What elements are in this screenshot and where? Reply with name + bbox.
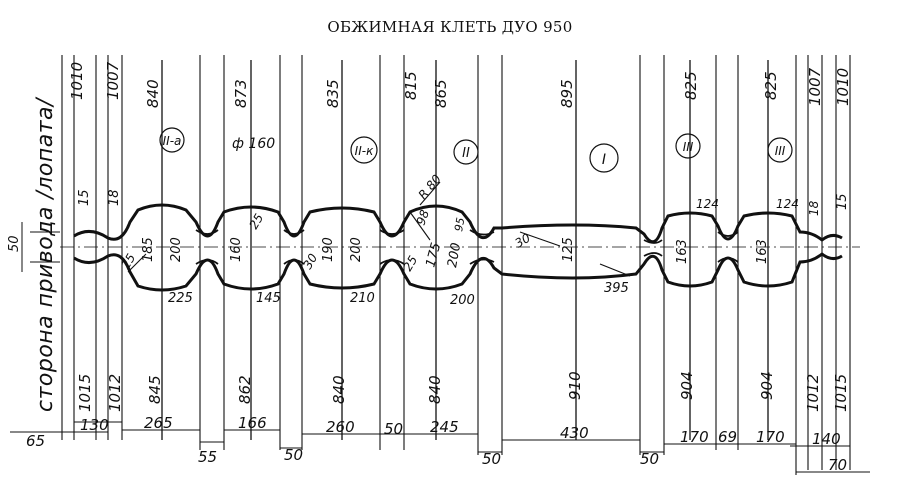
profile-dim-d15b: 15 — [835, 193, 850, 210]
length-dim-l50a: 50 — [284, 446, 303, 464]
profile-dim-d395: 395 — [604, 281, 629, 296]
length-dim-l260: 260 — [326, 418, 355, 436]
bottom-dim-b1015b: 1015 — [832, 374, 850, 412]
profile-dim-d163b: 163 — [755, 239, 770, 264]
profile-dim-d200b: 200 — [349, 237, 364, 262]
top-dim-t1010b: 1010 — [834, 68, 852, 106]
top-dim-t840: 840 — [144, 79, 162, 108]
length-dim-l70: 70 — [828, 456, 847, 474]
length-dim-l140: 140 — [812, 430, 841, 448]
drawing-title: ОБЖИМНАЯ КЛЕТЬ ДУО 950 — [327, 18, 573, 36]
profile-dim-d98: 98 — [414, 208, 433, 227]
profile-dim-d95: 95 — [452, 216, 467, 232]
pass-label-p2: II — [453, 139, 479, 165]
length-dim-l55: 55 — [198, 448, 217, 466]
pass-label-p2k: II-к — [350, 136, 378, 164]
rolling-collars — [195, 229, 739, 265]
pass-label-p3a: III — [675, 133, 701, 159]
length-dim-l65: 65 — [26, 432, 45, 450]
profile-dim-d175: 175 — [423, 241, 444, 269]
length-dim-l130: 130 — [80, 416, 109, 434]
length-dim-l265: 265 — [144, 414, 173, 432]
bottom-dim-b904a: 904 — [678, 371, 696, 400]
length-dim-l69: 69 — [718, 428, 737, 446]
profile-dim-d125: 125 — [561, 237, 576, 262]
extension-lines — [61, 55, 851, 475]
bottom-dim-b845: 845 — [146, 375, 164, 404]
profile-dim-d190: 190 — [321, 237, 336, 262]
profile-dim-dphi: ф 160 — [232, 136, 275, 152]
profile-dim-d210: 210 — [350, 291, 375, 306]
profile-dim-dR80: R 80 — [416, 172, 445, 202]
bottom-dim-b1012a: 1012 — [106, 374, 124, 412]
profile-dim-d25b: 25 — [246, 211, 266, 231]
pass-label-p2a: II-a — [159, 127, 185, 153]
bottom-dim-b840a: 840 — [330, 375, 348, 404]
top-dimension-labels: 1010 1007 840 873 835 815 865 895 825 82… — [68, 61, 852, 108]
length-dim-l50c: 50 — [482, 450, 501, 468]
profile-dim-d185: 185 — [141, 237, 156, 262]
top-dim-t835: 835 — [324, 79, 342, 108]
bottom-dim-b840b: 840 — [426, 375, 444, 404]
length-dim-l166: 166 — [238, 414, 267, 432]
bottom-dim-b862: 862 — [236, 375, 254, 404]
profile-dim-d30a: 30 — [300, 251, 320, 272]
bottom-dim-b910: 910 — [566, 371, 584, 400]
pass-label-p1: I — [589, 143, 619, 173]
profile-dim-d25c: 25 — [400, 253, 420, 273]
length-dim-l430: 430 — [560, 424, 589, 442]
top-dim-t1010a: 1010 — [68, 62, 86, 100]
lower-roll-contour — [73, 252, 843, 292]
top-dim-t825b: 825 — [762, 71, 780, 100]
upper-roll-contour — [73, 203, 843, 244]
svg-text:III: III — [775, 144, 786, 158]
profile-dim-d163a: 163 — [675, 239, 690, 264]
length-dim-l170b: 170 — [756, 428, 785, 446]
length-dim-l50b: 50 — [384, 420, 403, 438]
drive-side-label: сторона привода /лопата/ — [33, 96, 58, 412]
top-dim-t873: 873 — [232, 79, 250, 108]
profile-dim-d160: 160 — [229, 237, 244, 262]
profile-dim-d30b: 30 — [513, 231, 534, 251]
profile-dim-d25a: 25 — [118, 251, 138, 271]
svg-text:II-к: II-к — [355, 144, 374, 158]
profile-dim-d200a: 200 — [169, 237, 184, 262]
profile-dim-d50: 50 — [7, 235, 22, 252]
bottom-dim-b1015a: 1015 — [76, 374, 94, 412]
profile-dim-d200c: 200 — [445, 242, 464, 269]
top-dim-t895: 895 — [558, 79, 576, 108]
length-dim-l170a: 170 — [680, 428, 709, 446]
top-dim-t825a: 825 — [682, 71, 700, 100]
svg-text:II: II — [462, 146, 470, 161]
profile-dimension-labels: 50 15 18 185 200 25 225 ф 160 160 25 145… — [7, 136, 850, 308]
profile-dim-d124b: 124 — [776, 197, 799, 211]
svg-text:II-a: II-a — [163, 134, 182, 148]
profile-dim-d225: 225 — [168, 291, 193, 306]
top-dim-t1007a: 1007 — [104, 61, 122, 100]
bottom-dim-b1012b: 1012 — [804, 374, 822, 412]
length-dimension-lines — [10, 222, 870, 473]
bottom-dimension-labels: 1015 1012 845 862 840 840 910 904 904 10… — [76, 371, 850, 412]
profile-dim-d18a: 18 — [107, 189, 122, 206]
profile-dim-d124a: 124 — [696, 197, 719, 211]
profile-dim-d145: 145 — [256, 291, 281, 306]
profile-dimension-leaders — [127, 181, 631, 277]
top-dim-t1007b: 1007 — [806, 67, 824, 106]
profile-dim-d200d: 200 — [450, 293, 475, 308]
length-dimension-labels: 65 130 265 55 166 50 260 50 245 50 430 5… — [26, 414, 847, 474]
pass-centerlines — [161, 60, 769, 440]
top-dim-t815: 815 — [402, 71, 420, 100]
svg-text:III: III — [683, 140, 694, 154]
pass-label-p3b: III — [767, 137, 793, 163]
length-dim-l50d: 50 — [640, 450, 659, 468]
pass-labels: II-a II-к II I III III — [159, 127, 793, 173]
top-dim-t865: 865 — [432, 79, 450, 108]
profile-dim-d15a: 15 — [77, 189, 92, 206]
bottom-dim-b904b: 904 — [758, 371, 776, 400]
svg-text:I: I — [602, 152, 606, 168]
length-dim-l245: 245 — [430, 418, 459, 436]
profile-dim-d18b: 18 — [807, 200, 821, 216]
